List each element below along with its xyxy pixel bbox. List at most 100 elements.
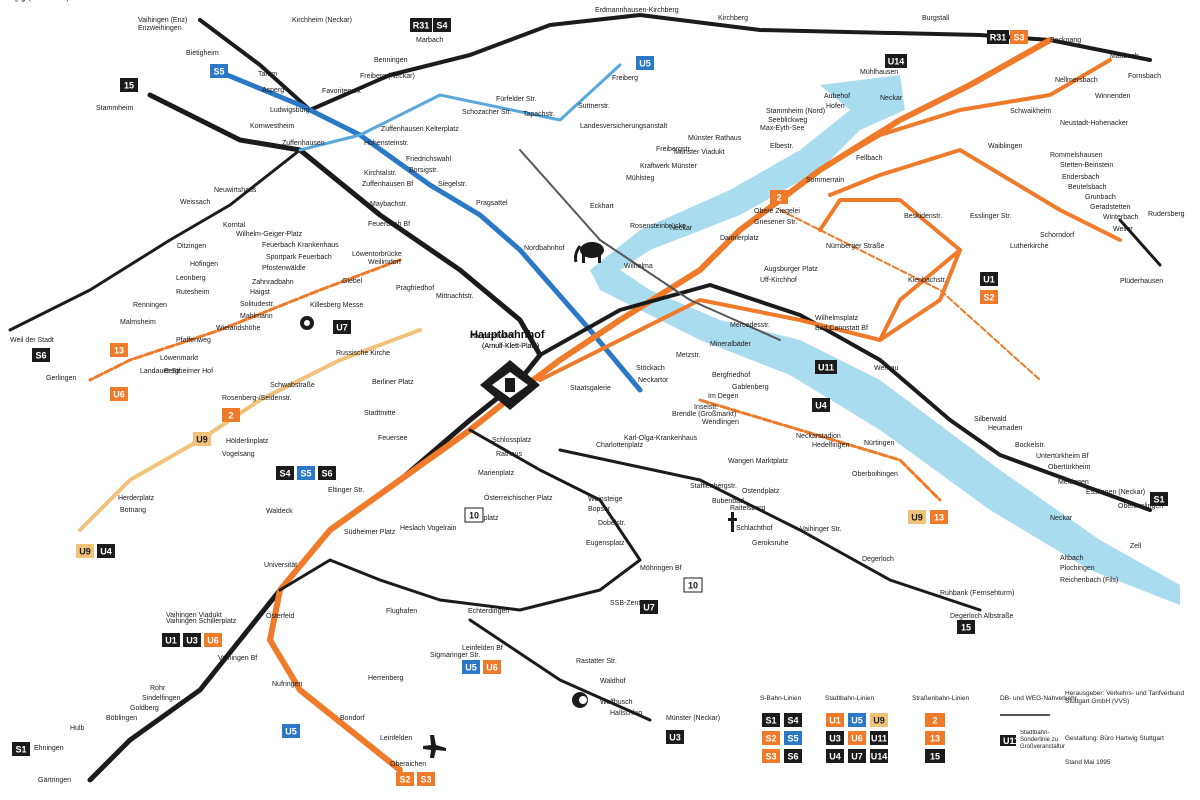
station-label[interactable]: Herrenberg — [368, 675, 404, 682]
station-label[interactable]: Böblingen — [106, 715, 137, 722]
station-label[interactable]: Beutelsbach — [1068, 184, 1107, 191]
station-label[interactable]: Bondorf — [340, 715, 365, 722]
station-label[interactable]: Oberesslingen — [1118, 503, 1163, 510]
line-badge-s6[interactable]: S6 — [318, 466, 336, 480]
legend-u-line-u9[interactable]: U9 — [870, 713, 888, 727]
station-label[interactable]: Nürnberger Straße — [826, 243, 884, 250]
line-badge-10[interactable]: 10 — [683, 577, 703, 593]
station-label[interactable]: Südheimer Platz — [344, 529, 396, 536]
station-label[interactable]: Bergfriedhof — [712, 372, 750, 379]
line-badge-u14[interactable]: U14 — [885, 54, 907, 68]
legend-s-line-s5[interactable]: S5 — [784, 731, 802, 745]
line-badge-s1[interactable]: S1 — [12, 742, 30, 756]
station-label[interactable]: Vaihingen (Enz) — [138, 17, 187, 24]
station-label[interactable]: Hofen — [826, 103, 845, 110]
station-label[interactable]: Siegelstr. — [438, 181, 467, 188]
legend-u-line-u1[interactable]: U1 — [826, 713, 844, 727]
station-label[interactable]: Seeblickweg — [768, 117, 807, 124]
station-label[interactable]: Schorndorf — [1040, 232, 1074, 239]
station-label[interactable]: Obertürkheim — [1048, 464, 1091, 471]
station-label[interactable]: Neckartor — [638, 377, 669, 384]
station-label[interactable]: Schwabstraße — [270, 382, 315, 389]
station-label[interactable]: Mercedesstr. — [730, 322, 770, 329]
station-label[interactable]: Kirchberg — [718, 15, 748, 22]
station-label[interactable]: Rosensteinbrücke — [630, 223, 686, 230]
line-badge-u5[interactable]: U5 — [462, 660, 480, 674]
station-label[interactable]: Landesversicherungsanstalt — [580, 123, 667, 130]
line-badge-s4[interactable]: S4 — [433, 18, 451, 32]
station-label[interactable]: Ditzingen — [177, 243, 206, 250]
station-label[interactable]: Geroksruhe — [752, 540, 789, 547]
line-badge-15[interactable]: 15 — [120, 78, 138, 92]
station-label[interactable]: Ehningen — [34, 745, 64, 752]
station-label[interactable]: Endersbach — [1062, 174, 1099, 181]
station-label[interactable]: Goldberg — [130, 705, 159, 712]
station-label[interactable]: Backnang — [1050, 37, 1081, 44]
line-badge-13[interactable]: 13 — [110, 343, 128, 357]
station-label[interactable]: Vaihingen Bf — [218, 655, 257, 662]
station-label[interactable]: Korntal — [223, 222, 246, 229]
station-label[interactable]: Augsburger Platz — [764, 266, 818, 273]
station-label[interactable]: Universität — [264, 562, 297, 569]
station-label[interactable]: Reichenbach (Fils) — [1060, 577, 1118, 584]
station-label[interactable]: Mettingen — [1058, 479, 1089, 486]
station-label[interactable]: Herderplatz — [118, 495, 155, 502]
station-label[interactable]: Möhringen Freibad — [0, 0, 59, 2]
station-label[interactable]: Beskidenstr. — [904, 213, 942, 220]
station-label[interactable]: Mühlsteg — [626, 175, 655, 182]
station-label[interactable]: Bubenbad — [712, 498, 744, 505]
station-label[interactable]: Gnesener Str. — [754, 219, 797, 226]
line-badge-u4[interactable]: U4 — [97, 544, 115, 558]
station-label[interactable]: Weilimdorf — [368, 259, 401, 266]
station-label[interactable]: Sindelfingen — [142, 695, 181, 702]
station-label[interactable]: Metzstr. — [676, 352, 701, 359]
line-badge-s4[interactable]: S4 — [276, 466, 294, 480]
station-label[interactable]: Untertürkheim Bf — [1036, 453, 1089, 460]
legend-s-line-s4[interactable]: S4 — [784, 713, 802, 727]
station-label[interactable]: Kienbachstr. — [908, 277, 947, 284]
station-label[interactable]: Feuerbach Krankenhaus — [262, 242, 339, 249]
line-badge-u7[interactable]: U7 — [640, 600, 658, 614]
station-label[interactable]: Hedelfingen — [812, 442, 849, 449]
station-label[interactable]: Maubach — [1110, 53, 1139, 60]
station-label[interactable]: Landhaus — [0, 0, 31, 2]
station-label[interactable]: Haigst — [250, 289, 270, 296]
station-label[interactable]: Hohensteinstr. — [364, 140, 409, 147]
station-label[interactable]: Aubehof — [824, 93, 850, 100]
legend-u-line-u11[interactable]: U11 — [870, 731, 888, 745]
station-label[interactable]: Winterbach — [1103, 214, 1139, 221]
station-label[interactable]: Vaihingen Viadukt — [166, 612, 222, 619]
station-label[interactable]: Sommerrain — [806, 177, 844, 184]
station-label[interactable]: Inselstr. — [694, 404, 718, 411]
station-label[interactable]: Erdmannhausen-Kirchberg — [595, 7, 679, 14]
line-badge-13[interactable]: 13 — [930, 510, 948, 524]
station-label[interactable]: Nordbahnhof — [524, 245, 565, 252]
legend-s-line-s6[interactable]: S6 — [784, 749, 802, 763]
station-label[interactable]: Ruhbank (Fernsehturm) — [940, 590, 1014, 597]
line-badge-u4[interactable]: U4 — [812, 398, 830, 412]
station-label[interactable]: Schozacher Str. — [462, 109, 511, 116]
station-label[interactable]: Giebel — [342, 278, 363, 285]
station-label[interactable]: Plieninger Str. — [0, 0, 44, 2]
station-label[interactable]: Rommelshausen — [1050, 152, 1103, 159]
station-label[interactable]: Löwentorbrücke — [352, 251, 402, 258]
station-label[interactable]: Fornsbach — [1128, 73, 1161, 80]
legend-u-line-u7[interactable]: U7 — [848, 749, 866, 763]
legend-u-line-u14[interactable]: U14 — [870, 749, 888, 763]
station-label[interactable]: Möhringen Bf — [640, 565, 682, 572]
station-label[interactable]: Winnenden — [1095, 93, 1131, 100]
station-label[interactable]: Gablenberg — [732, 384, 769, 391]
station-label[interactable]: Gärtringen — [38, 777, 71, 784]
station-label[interactable]: Hulb — [70, 725, 85, 732]
station-label[interactable]: Ostendplatz — [742, 488, 780, 495]
station-label[interactable]: Ludwigsburg — [270, 107, 310, 114]
station-label[interactable]: Degerloch — [862, 556, 894, 563]
station-label[interactable]: Feuerbach Bf — [368, 221, 410, 228]
station-label[interactable]: Malmsheim — [120, 319, 156, 326]
line-badge-2[interactable]: 2 — [770, 190, 788, 204]
legend-u-line-u5[interactable]: U5 — [848, 713, 866, 727]
station-label[interactable]: Killesberg Messe — [310, 302, 363, 309]
line-badge-u6[interactable]: U6 — [110, 387, 128, 401]
station-label[interactable]: Pfaffenweg — [176, 337, 211, 344]
station-label[interactable]: Sigmaringer Str. — [430, 652, 480, 659]
